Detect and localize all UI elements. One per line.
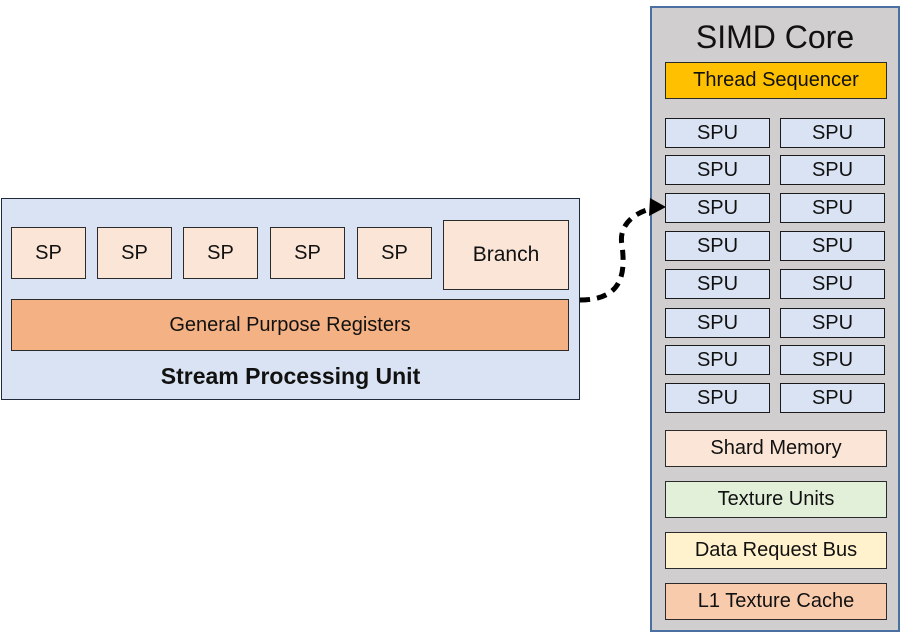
spu-cell-7: SPU	[665, 231, 770, 261]
spu-cell-1: SPU	[665, 118, 770, 148]
texture-units: Texture Units	[665, 481, 887, 518]
spu-cell-12: SPU	[780, 308, 885, 338]
sp-block-1: SP	[11, 227, 86, 279]
spu-cell-10: SPU	[780, 269, 885, 299]
thread-sequencer: Thread Sequencer	[665, 62, 887, 99]
spu-cell-5: SPU	[665, 193, 770, 223]
l1-texture-cache: L1 Texture Cache	[665, 583, 887, 620]
sp-block-3: SP	[183, 227, 258, 279]
spu-cell-16: SPU	[780, 383, 885, 413]
spu-cell-8: SPU	[780, 231, 885, 261]
data-request-bus: Data Request Bus	[665, 532, 887, 569]
sp-block-2: SP	[97, 227, 172, 279]
simd-core-title: SIMD Core	[695, 18, 855, 55]
spu-cell-11: SPU	[665, 308, 770, 338]
spu-cell-2: SPU	[780, 118, 885, 148]
sp-block-5: SP	[357, 227, 432, 279]
spu-cell-6: SPU	[780, 193, 885, 223]
connector-arrow-head	[649, 198, 666, 216]
spu-cell-3: SPU	[665, 155, 770, 185]
connector-arrow-line	[579, 204, 661, 303]
shard-memory: Shard Memory	[665, 430, 887, 467]
sp-block-4: SP	[270, 227, 345, 279]
general-purpose-registers: General Purpose Registers	[11, 299, 569, 351]
stream-processing-unit-title: Stream Processing Unit	[160, 362, 421, 389]
spu-cell-4: SPU	[780, 155, 885, 185]
spu-cell-14: SPU	[780, 345, 885, 375]
branch-block: Branch	[443, 220, 569, 290]
spu-cell-9: SPU	[665, 269, 770, 299]
spu-cell-13: SPU	[665, 345, 770, 375]
spu-cell-15: SPU	[665, 383, 770, 413]
